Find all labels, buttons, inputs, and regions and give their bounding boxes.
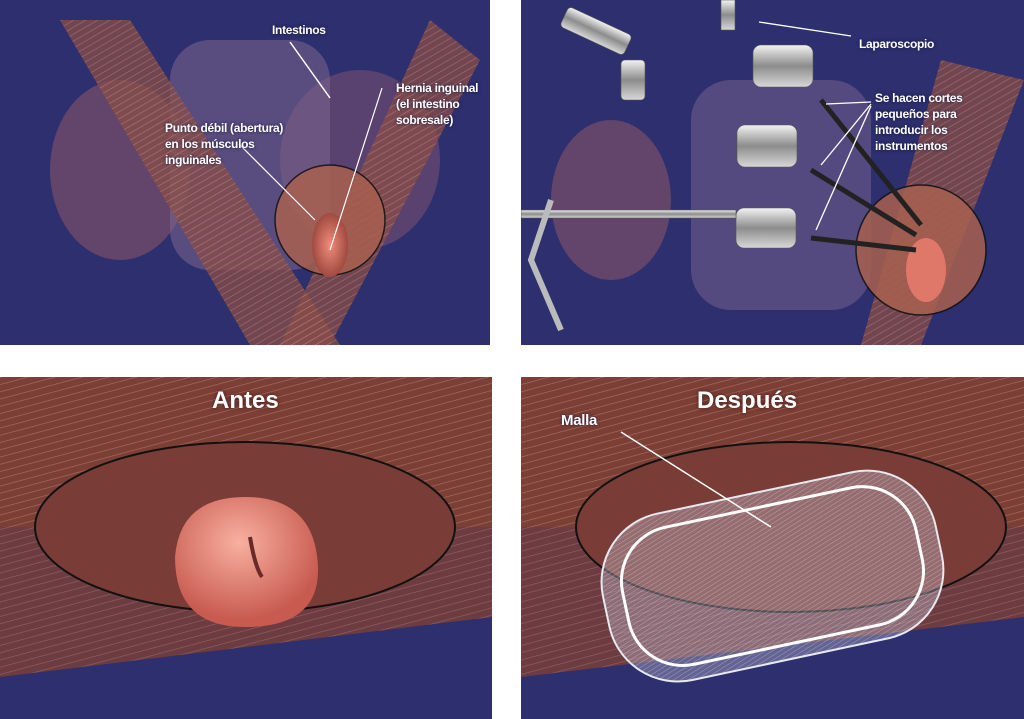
mesh	[600, 469, 945, 683]
laparoscopy-illustration	[521, 0, 1024, 345]
laparoscope-label: Laparoscopio	[859, 37, 935, 51]
mesh-label: Malla	[561, 412, 598, 429]
before-illustration	[0, 377, 492, 719]
laparoscopy-panel: Laparoscopio Se hacen cortes pequeños pa…	[521, 0, 1024, 345]
before-panel: Antes	[0, 377, 492, 719]
hernia-panel: Intestinos Hernia inguinal (el intestino…	[0, 0, 490, 345]
intestines-label: Intestinos	[272, 23, 326, 37]
after-illustration	[521, 377, 1024, 719]
after-title: Después	[697, 387, 798, 414]
weak-point-label: Punto débil (abertura) en los músculos i…	[165, 121, 284, 167]
before-title: Antes	[212, 387, 279, 414]
after-panel: Después Malla	[521, 377, 1024, 719]
hernia-label: Hernia inguinal (el intestino sobresale)	[396, 81, 479, 127]
hernia-illustration	[0, 0, 490, 345]
incisions-label: Se hacen cortes pequeños para introducir…	[875, 91, 963, 153]
